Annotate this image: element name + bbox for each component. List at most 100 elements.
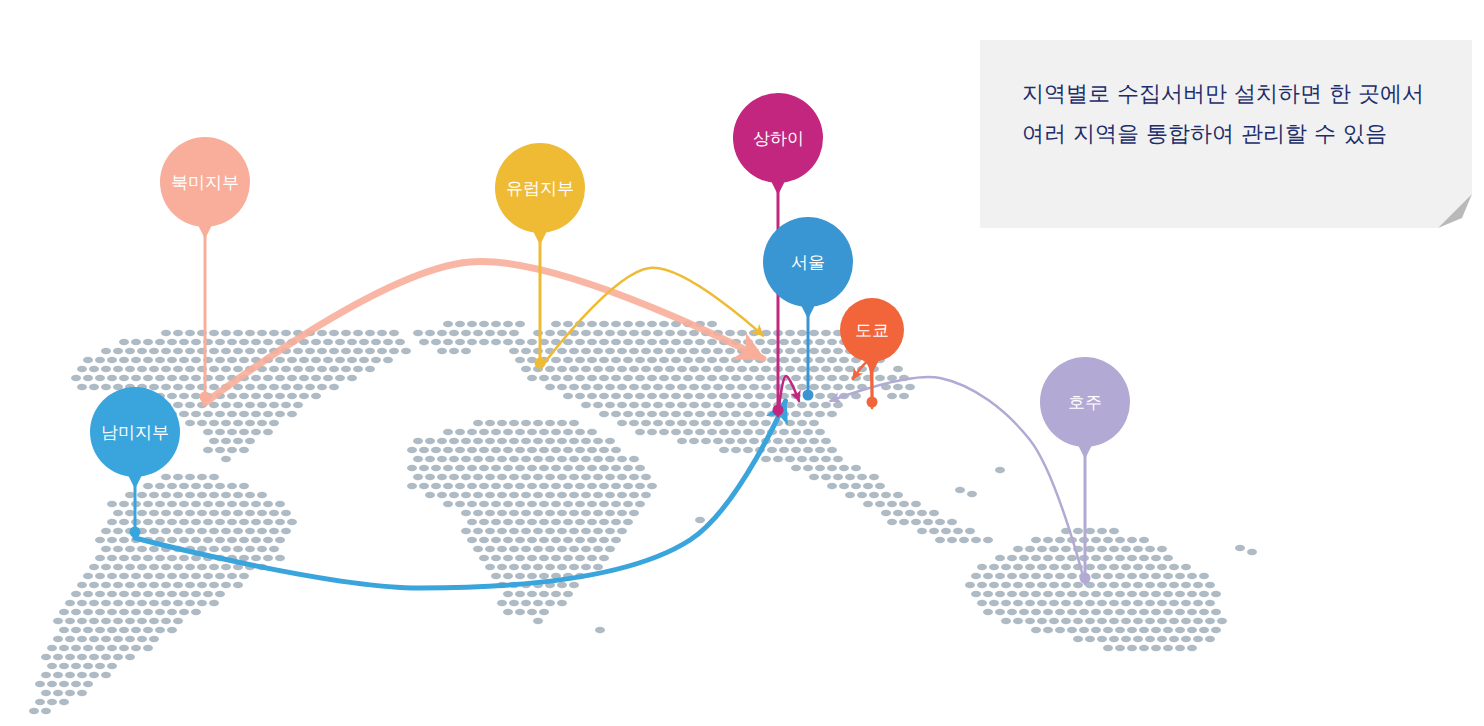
map-dot bbox=[497, 528, 507, 534]
map-dot bbox=[713, 438, 723, 444]
map-dot bbox=[533, 420, 543, 426]
map-dot bbox=[503, 483, 513, 489]
map-dot bbox=[251, 393, 261, 399]
map-dot bbox=[971, 537, 981, 543]
map-dot bbox=[215, 501, 225, 507]
map-dot bbox=[113, 366, 123, 372]
map-dot bbox=[185, 600, 195, 606]
map-dot bbox=[539, 555, 549, 561]
map-dot bbox=[179, 375, 189, 381]
map-dot bbox=[731, 375, 741, 381]
map-dot bbox=[293, 348, 303, 354]
flow-arrow bbox=[540, 268, 763, 369]
map-dot bbox=[131, 339, 141, 345]
map-dot bbox=[671, 429, 681, 435]
map-dot bbox=[1061, 564, 1071, 570]
map-dot bbox=[287, 357, 297, 363]
map-dot bbox=[833, 402, 843, 408]
map-dot bbox=[113, 510, 123, 516]
map-dot bbox=[41, 690, 51, 696]
map-dot bbox=[1133, 582, 1143, 588]
map-dot bbox=[227, 411, 237, 417]
map-dot bbox=[563, 393, 573, 399]
map-dot bbox=[1049, 564, 1059, 570]
map-dot bbox=[629, 402, 639, 408]
map-dot bbox=[161, 618, 171, 624]
map-dot bbox=[131, 555, 141, 561]
map-dot bbox=[263, 393, 273, 399]
map-dot bbox=[815, 375, 825, 381]
map-dot bbox=[545, 330, 555, 336]
map-dot bbox=[593, 438, 603, 444]
map-dot bbox=[179, 483, 189, 489]
map-dot bbox=[203, 519, 213, 525]
map-dot bbox=[821, 384, 831, 390]
map-dot bbox=[107, 609, 117, 615]
map-dot bbox=[161, 474, 171, 480]
map-dot bbox=[281, 510, 291, 516]
map-dot bbox=[713, 402, 723, 408]
map-dot bbox=[509, 528, 519, 534]
map-dot bbox=[791, 357, 801, 363]
map-dot bbox=[899, 393, 909, 399]
map-dot bbox=[407, 483, 417, 489]
map-dot bbox=[233, 582, 243, 588]
map-dot bbox=[101, 654, 111, 660]
map-dot bbox=[509, 600, 519, 606]
map-dot bbox=[845, 366, 855, 372]
map-dot bbox=[761, 348, 771, 354]
map-dot bbox=[737, 402, 747, 408]
map-dot bbox=[731, 447, 741, 453]
map-dot bbox=[329, 384, 339, 390]
map-dot bbox=[131, 609, 141, 615]
map-dot bbox=[515, 321, 525, 327]
map-dot bbox=[83, 645, 93, 651]
map-dot bbox=[1055, 609, 1065, 615]
map-dot bbox=[509, 510, 519, 516]
map-dot bbox=[113, 654, 123, 660]
map-dot bbox=[197, 564, 207, 570]
pin-dot bbox=[867, 397, 878, 408]
map-dot bbox=[59, 609, 69, 615]
map-dot bbox=[965, 528, 975, 534]
map-dot bbox=[347, 357, 357, 363]
map-dot bbox=[1211, 591, 1221, 597]
map-dot bbox=[491, 429, 501, 435]
map-dot bbox=[119, 375, 129, 381]
map-dot bbox=[545, 456, 555, 462]
map-dot bbox=[473, 456, 483, 462]
map-dot bbox=[1199, 609, 1209, 615]
map-dot bbox=[917, 510, 927, 516]
pin-label-box: 서울 bbox=[763, 217, 853, 307]
map-dot bbox=[323, 339, 333, 345]
map-dot bbox=[95, 627, 105, 633]
map-dot bbox=[521, 564, 531, 570]
map-dot bbox=[419, 465, 429, 471]
map-dot bbox=[767, 447, 777, 453]
map-dot bbox=[563, 321, 573, 327]
map-dot bbox=[203, 501, 213, 507]
map-dot bbox=[125, 618, 135, 624]
map-dot bbox=[221, 366, 231, 372]
map-dot bbox=[119, 339, 129, 345]
map-dot bbox=[173, 492, 183, 498]
map-dot bbox=[347, 339, 357, 345]
map-dot bbox=[503, 339, 513, 345]
map-dot bbox=[143, 555, 153, 561]
map-dot bbox=[191, 519, 201, 525]
map-dot bbox=[239, 393, 249, 399]
map-dot bbox=[209, 600, 219, 606]
map-dot bbox=[599, 465, 609, 471]
map-dot bbox=[527, 573, 537, 579]
map-dot bbox=[569, 546, 579, 552]
map-dot bbox=[467, 501, 477, 507]
map-dot bbox=[641, 492, 651, 498]
map-dot bbox=[443, 501, 453, 507]
map-dot bbox=[629, 456, 639, 462]
map-dot bbox=[755, 411, 765, 417]
map-dot bbox=[569, 456, 579, 462]
map-dot bbox=[785, 456, 795, 462]
map-dot bbox=[515, 609, 525, 615]
map-dot bbox=[521, 492, 531, 498]
